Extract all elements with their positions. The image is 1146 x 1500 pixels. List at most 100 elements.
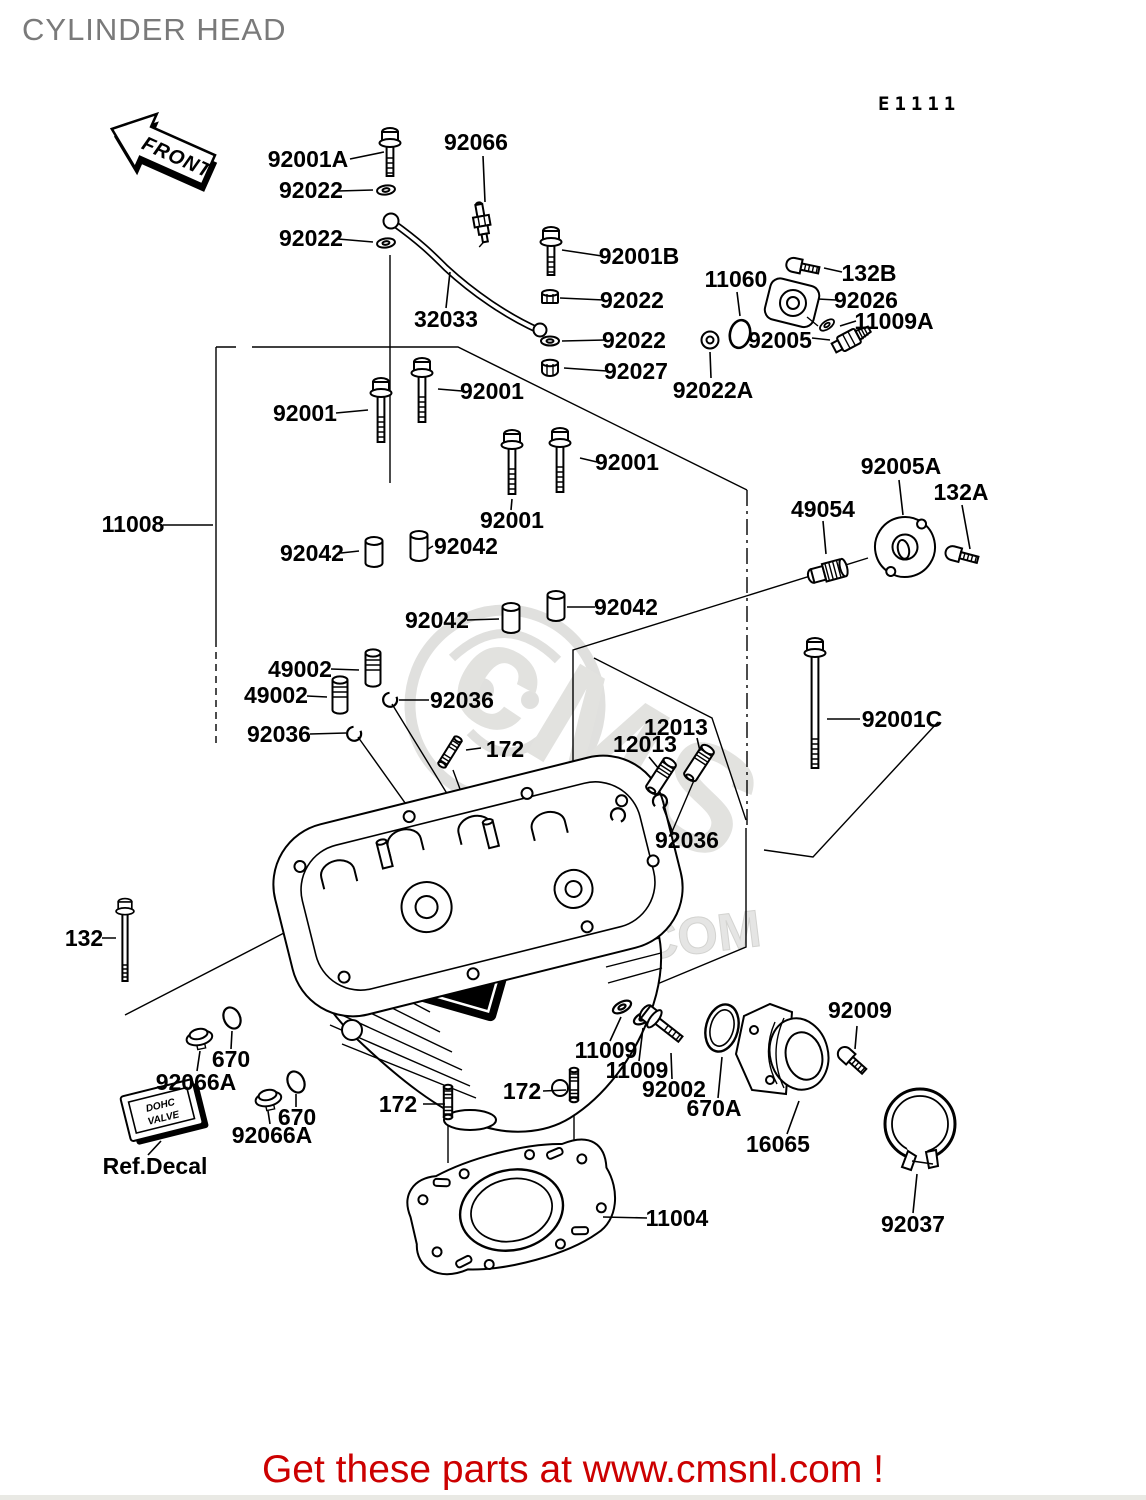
callout-label: 92066A (156, 1069, 237, 1095)
head-gasket (406, 1138, 617, 1276)
callout-label: 92002 (642, 1076, 706, 1102)
callout-label: 92042 (594, 594, 658, 620)
callout-label: 172 (379, 1091, 417, 1117)
tappet-92042-icon (501, 602, 521, 634)
screw-132b-icon (784, 255, 822, 279)
callout-label: 92042 (405, 607, 469, 633)
tappet-92042-icon (364, 536, 384, 568)
callout-label: 92001C (862, 706, 943, 732)
bolt-92001-icon (371, 378, 392, 442)
callout-label: 92001A (268, 146, 349, 172)
callout-label: 92022 (600, 287, 664, 313)
callout-label: 11060 (705, 266, 768, 292)
callout-label: 670 (212, 1046, 250, 1072)
callout-label: 92042 (280, 540, 344, 566)
head-deck (272, 754, 684, 1018)
callout-label: 670A (687, 1095, 742, 1121)
callout-label: 670 (278, 1104, 316, 1130)
callout-label: 92001B (599, 243, 680, 269)
bolt-132-icon (116, 899, 134, 981)
screw-132a-icon (942, 543, 981, 568)
callout-label: 92027 (604, 358, 668, 384)
callout-label: 16065 (746, 1131, 810, 1157)
oring-670a (704, 1003, 740, 1053)
callout-label: Ref.Decal (103, 1153, 208, 1179)
cap-92066a-icon (183, 1025, 216, 1053)
callout-label: 92001 (273, 400, 337, 426)
stud-172-icon (568, 1066, 580, 1104)
callout-label: 172 (503, 1078, 541, 1104)
stud-172-icon (442, 1083, 454, 1121)
callout-label: 172 (486, 736, 524, 762)
bolt-92001-icon (412, 358, 433, 422)
sensor-92005 (830, 325, 873, 354)
oring-670-icon (219, 1003, 245, 1033)
callout-label: 11004 (646, 1205, 709, 1231)
lifter-49002-icon (331, 675, 349, 715)
clip-92036-icon (379, 690, 401, 711)
washer-92022-icon (375, 236, 397, 250)
callout-label: 11009 (606, 1057, 669, 1083)
callout-label: 132B (842, 260, 897, 286)
callout-label: 92026 (834, 287, 898, 313)
callout-label: 92022A (673, 377, 754, 403)
oring-670-icon (283, 1067, 309, 1097)
spark-plug-92066 (471, 201, 492, 248)
tappet-92042-icon (409, 530, 429, 562)
washer-11009a-icon (817, 316, 837, 334)
callout-label: 92001 (595, 449, 659, 475)
bottom-edge (0, 1495, 1146, 1500)
bolt-92001-icon (550, 428, 571, 492)
callout-label: 32033 (414, 306, 478, 332)
bolt-92001b-icon (541, 227, 562, 275)
screw-92009-icon (833, 1043, 870, 1078)
callout-label: 12013 (644, 714, 708, 740)
clamp-92037 (883, 1087, 957, 1172)
capnut-92027-icon (541, 358, 559, 377)
washer-92022-icon (540, 335, 560, 347)
callout-label: 92036 (247, 721, 311, 747)
lifter-49002-icon (364, 648, 382, 688)
carb-holder-16065 (734, 1002, 830, 1096)
callout-label: 92022 (279, 225, 343, 251)
callout-label: 92066 (444, 129, 508, 155)
page-title: CYLINDER HEAD (22, 12, 287, 47)
callout-label: 92037 (881, 1211, 945, 1237)
holder-92026 (763, 277, 821, 329)
footer-promo-text: Get these parts at www.cmsnl.com ! (262, 1448, 884, 1491)
callout-label: 92005A (861, 453, 942, 479)
callout-label: 92001 (460, 378, 524, 404)
diagram-code: E1111 (878, 93, 960, 115)
oil-pipe (382, 212, 548, 338)
callout-label: 92022 (602, 327, 666, 353)
callout-label: 92001 (480, 507, 544, 533)
leader-lines (102, 151, 971, 1219)
callout-label: 92022 (279, 177, 343, 203)
callout-label: 49054 (791, 496, 855, 522)
callout-label: 11009A (854, 308, 933, 334)
callout-label: 132 (65, 925, 103, 951)
callout-label: 12013 (613, 731, 677, 757)
callout-label: 92036 (430, 687, 494, 713)
callout-label: 92042 (434, 533, 498, 559)
callout-label: 92066A (232, 1122, 313, 1148)
washer-92022-icon (375, 183, 397, 197)
oring-11060 (728, 318, 752, 350)
callout-label: 92036 (655, 827, 719, 853)
callout-label: 92005 (748, 327, 812, 353)
callout-label: 49002 (244, 682, 308, 708)
ref-decal: DOHC VALVE (119, 1078, 209, 1145)
plug-49054 (806, 557, 849, 584)
callout-label: 11008 (102, 511, 165, 537)
nut-92022-icon (541, 289, 559, 304)
callout-label: 132A (934, 479, 989, 505)
bolt-92001-icon (502, 430, 523, 494)
tappet-92042-icon (546, 590, 566, 622)
front-arrow: FRONT (109, 111, 218, 192)
cover-92005a (874, 516, 936, 578)
grommet-92022a (700, 330, 720, 350)
callout-label: 11009 (575, 1037, 638, 1063)
callout-labels: 92001A 92022 92022 92066 92001B 92022 32… (65, 129, 989, 1237)
